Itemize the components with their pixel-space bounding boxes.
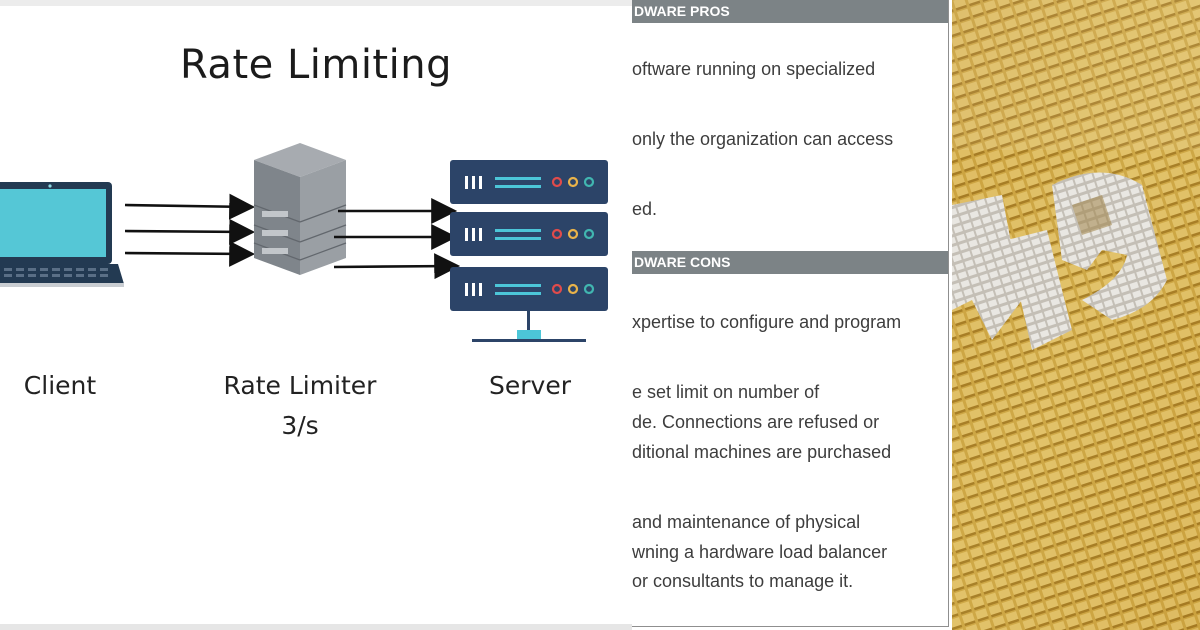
diagram-graphics <box>0 143 608 342</box>
pros-line: ed. <box>632 199 658 219</box>
cons-line: wning a hardware load balancer <box>632 542 888 562</box>
rate-limiter-rate: 3/s <box>281 411 319 440</box>
server-unit <box>450 212 608 256</box>
hardware-pros-cons-panel: DWARE PROS oftware running on specialize… <box>632 0 952 630</box>
request-arrows-out <box>333 198 461 280</box>
cons-header: DWARE CONS <box>632 251 948 274</box>
request-arrows-in <box>124 193 256 267</box>
server-icon <box>450 160 608 342</box>
cons-line: and maintenance of physical <box>632 512 861 532</box>
cons-line: de. Connections are refused or <box>632 412 880 432</box>
panel-border <box>632 0 949 627</box>
cons-line: ditional machines are purchased <box>632 442 892 462</box>
rate-limiter-icon <box>253 143 347 275</box>
white-block-letters <box>952 172 1167 350</box>
rate-limiter-name: Rate Limiter <box>223 371 377 400</box>
top-divider <box>0 0 632 6</box>
pros-line: oftware running on specialized <box>632 59 876 79</box>
cube-mosaic-photo <box>952 0 1200 630</box>
pros-header: DWARE PROS <box>632 0 948 23</box>
bottom-divider <box>0 624 632 630</box>
diagram-title: Rate Limiting <box>180 42 452 88</box>
cons-line: xpertise to configure and program <box>632 312 902 332</box>
pros-line: only the organization can access <box>632 129 894 149</box>
server-unit <box>450 160 608 204</box>
rate-limiting-diagram-panel: Rate Limiting <box>0 0 632 630</box>
cons-line: e set limit on number of <box>632 382 820 402</box>
server-label: Server <box>489 371 571 400</box>
cube-mosaic-image <box>952 0 1200 630</box>
client-label: Client <box>23 371 97 400</box>
server-unit <box>450 267 608 311</box>
laptop-icon <box>0 182 124 287</box>
cons-line: or consultants to manage it. <box>632 571 854 591</box>
rate-limiter-label: Rate Limiter 3/s <box>200 370 400 442</box>
